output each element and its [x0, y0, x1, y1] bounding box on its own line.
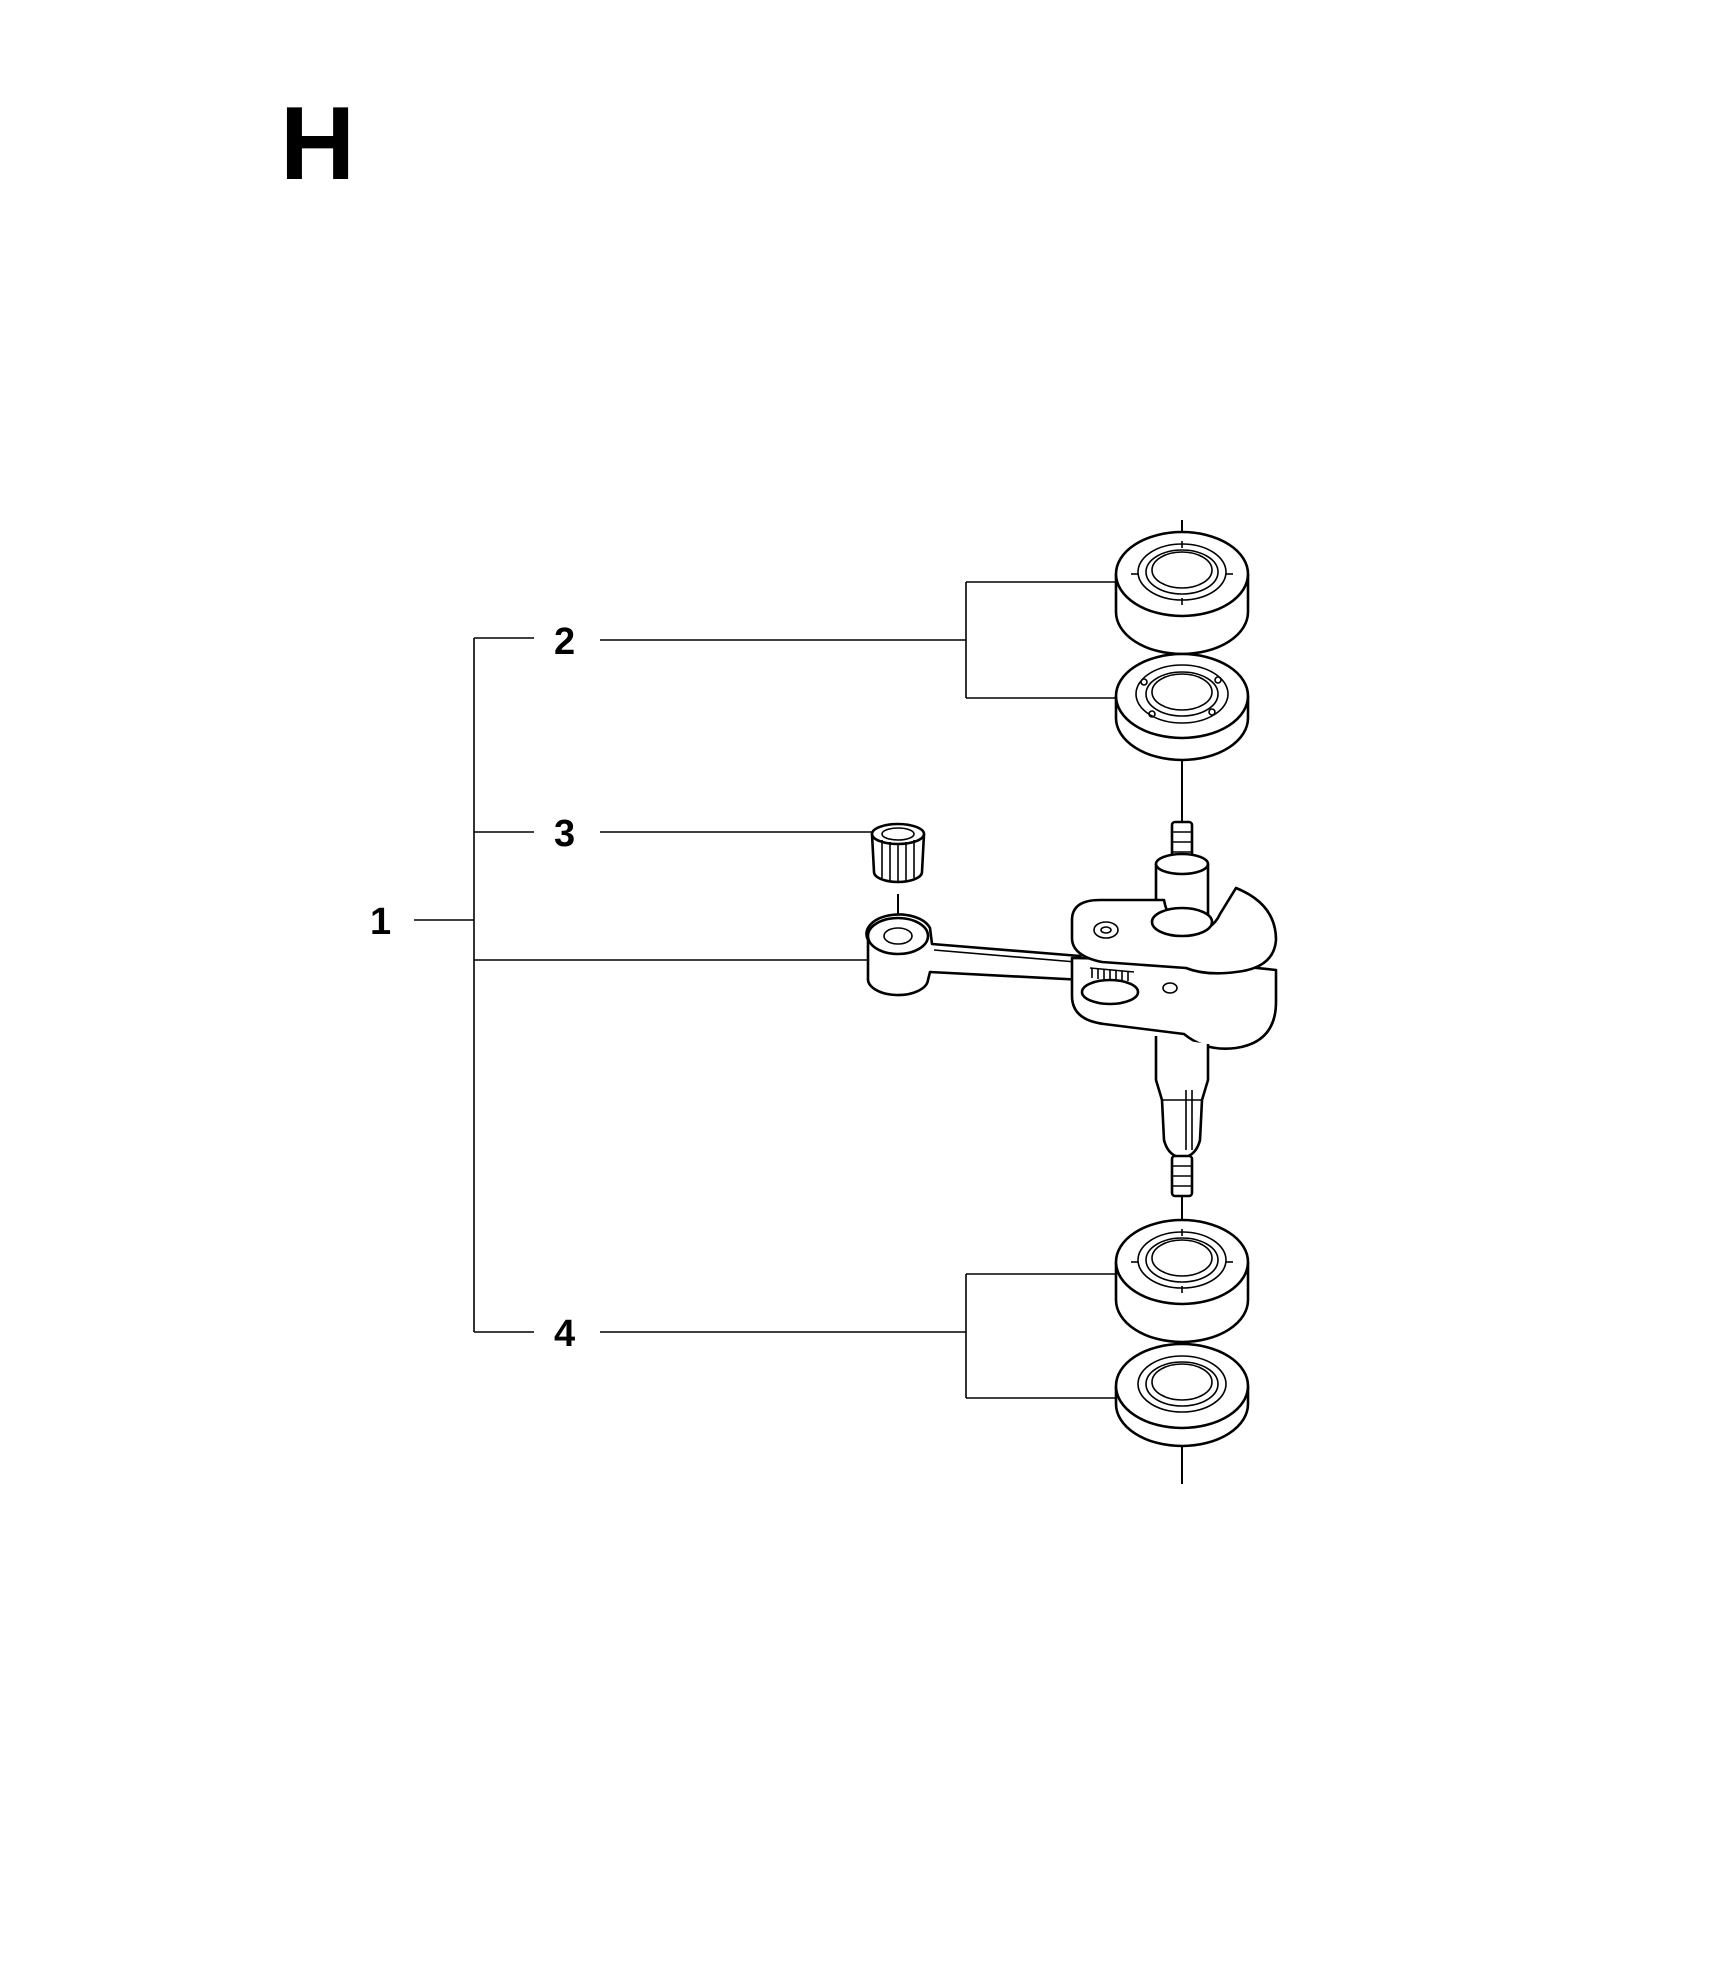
callout-1: 1: [370, 901, 391, 943]
lower-seal-ring: [1114, 1218, 1250, 1344]
section-letter: H: [280, 86, 356, 202]
upper-ball-bearing: [1114, 652, 1250, 762]
callout-4: 4: [554, 1313, 575, 1355]
upper-seal-ring: [1114, 530, 1250, 656]
crankshaft: [1070, 820, 1278, 1198]
lower-ball-bearing: [1114, 1342, 1250, 1448]
crankpin-rollers: [1080, 967, 1140, 1006]
connecting-rod: [865, 913, 1088, 997]
needle-bearing: [870, 822, 926, 884]
callout-2: 2: [554, 621, 575, 663]
callout-3: 3: [554, 813, 575, 855]
leader-lines: [414, 581, 1116, 1399]
